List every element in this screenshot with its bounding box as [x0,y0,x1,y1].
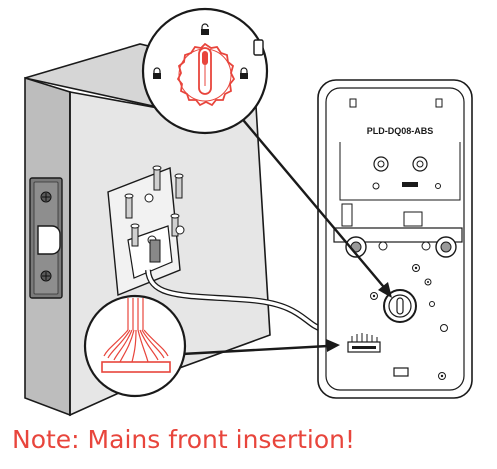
harness-detail-bubble [83,294,187,398]
mounting-post [124,193,134,219]
wire-harness [101,298,171,373]
lock-icon [153,67,161,79]
leader-lines [181,101,392,356]
model-label: PLD-DQ08-ABS [367,126,434,136]
lock-body-panel: PLD-DQ08-ABS [317,79,473,399]
mounting-plate [107,165,185,296]
plate-screw [144,193,154,203]
mounting-post [174,173,184,199]
latch-bolt [37,225,61,255]
lock-icon [240,67,248,79]
mounting-post [152,165,162,191]
knob-detail-bubble [141,7,269,135]
plate-screw [175,225,185,235]
thumbturn-dial [176,42,236,107]
latch-faceplate [29,177,63,299]
knob-leader-arrow [227,101,389,293]
connector-leader-arrow [181,344,329,356]
mounting-post [130,223,140,247]
door-lever-icon [253,39,264,56]
spindle [149,239,161,263]
harness-connector [101,361,171,373]
unlock-icon [201,23,209,35]
footer-note: Note: Mains front insertion! [12,425,356,454]
